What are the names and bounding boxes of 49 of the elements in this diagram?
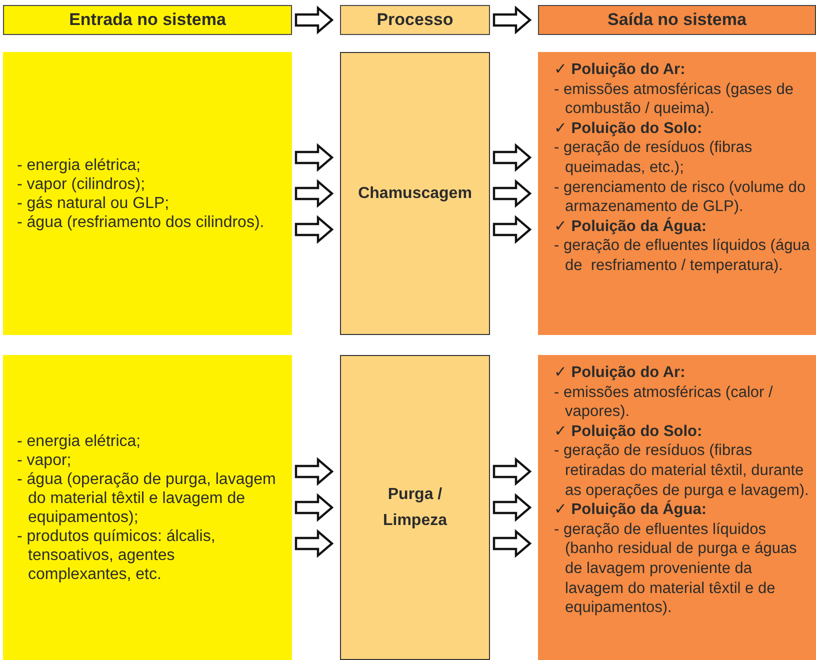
output-item: ✓ Poluição do Solo:: [554, 422, 704, 442]
input-box: [3, 355, 292, 660]
block-arrow: [294, 529, 334, 558]
output-item: - emissões atmosféricas (calor / vapores).: [554, 382, 774, 422]
process-label: Chamuscagem: [358, 184, 472, 204]
output-item: ✓ Poluição do Ar:: [554, 363, 686, 383]
process-label: Purga / Limpeza: [382, 484, 448, 530]
block-arrow: [492, 143, 532, 172]
column-header: Entrada no sistema: [69, 10, 226, 30]
input-box: [3, 52, 292, 335]
output-item: - geração de resíduos (fibras queimadas, etc.);: [554, 138, 754, 178]
block-arrow: [492, 493, 532, 522]
block-arrow: [294, 179, 334, 208]
output-item: ✓ Poluição da Água:: [554, 216, 708, 236]
header-box: [3, 5, 292, 35]
block-arrow: [492, 457, 532, 486]
input-item: - vapor;: [17, 450, 72, 470]
header-box: [538, 5, 816, 35]
block-arrow: [294, 493, 334, 522]
input-item: - água (resfriamento dos cilindros).: [17, 212, 266, 232]
input-item: - água (operação de purga, lavagem do material têxtil e lavagem de equipamentos);: [17, 470, 277, 526]
output-item: ✓ Poluição do Ar:: [554, 60, 686, 80]
process-box: [340, 52, 490, 335]
output-box: [538, 52, 816, 335]
input-item: - gás natural ou GLP;: [17, 194, 170, 212]
output-item: - geração de efluentes líquidos (água de resfriamento / temperatura).: [554, 236, 810, 276]
output-item: - geração de resíduos (fibras retiradas do material têxtil, durante as operações de purga e lavagem).: [554, 441, 810, 500]
output-box: [538, 355, 816, 660]
block-arrow: [294, 143, 334, 172]
input-item: - produtos químicos: álcalis, tensoativos, agentes complexantes, etc.: [17, 526, 216, 584]
header-box: [340, 5, 490, 35]
block-arrow: [492, 529, 532, 558]
output-item: ✓ Poluição do Solo:: [554, 118, 704, 138]
block-arrow: [492, 215, 532, 244]
output-item: ✓ Poluição da Água:: [554, 500, 708, 520]
process-box: [340, 355, 490, 660]
column-header: Processo: [376, 10, 454, 30]
input-item: - energia elétrica;: [17, 156, 142, 174]
block-arrow: [294, 457, 334, 486]
block-arrow: [492, 179, 532, 208]
output-item: - geração de efluentes líquidos (banho residual de purga e águas de lavagem proveniente da lavagem do material têxtil e de equipamentos).: [554, 520, 798, 618]
column-header: Saída no sistema: [608, 10, 746, 30]
block-arrow: [294, 6, 334, 34]
output-item: - gerenciamento de risco (volume do armazenamento de GLP).: [554, 178, 807, 217]
block-arrow: [492, 6, 532, 34]
block-arrow: [294, 215, 334, 244]
input-item: - energia elétrica;: [17, 432, 142, 450]
output-item: - emissões atmosféricas (gases de combustão / queima).: [554, 80, 794, 119]
input-item: - vapor (cilindros);: [17, 174, 146, 194]
